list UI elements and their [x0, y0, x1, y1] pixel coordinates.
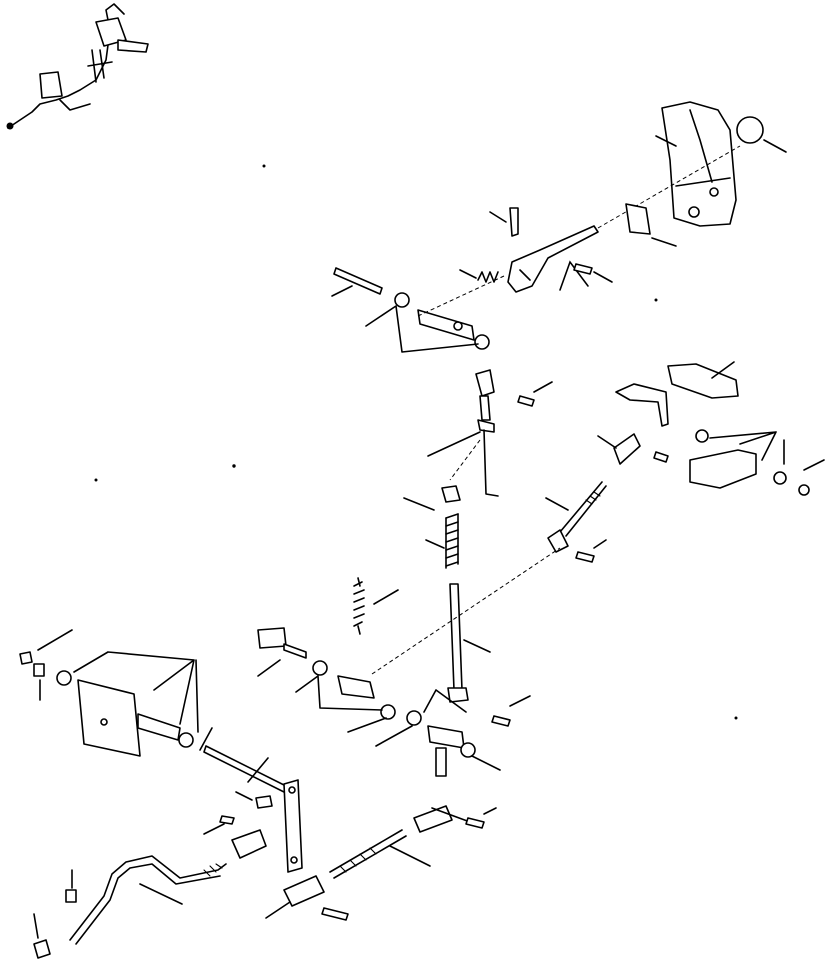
crank-rod [69, 855, 227, 945]
compression-spring [425, 513, 459, 569]
upper-bracket [655, 101, 737, 227]
knob-ball [736, 116, 787, 153]
hex-nut-mid [403, 485, 461, 511]
bolt-left [235, 791, 273, 809]
upper-pivot-block [365, 275, 505, 353]
axis-line-mid [371, 547, 561, 675]
small-spring [459, 269, 499, 283]
upper-pin [489, 207, 519, 237]
long-shaft-left [203, 745, 287, 793]
left-plate [56, 651, 213, 757]
clevis-upper [475, 369, 553, 421]
upper-lever [507, 225, 599, 293]
pivot-block-lower-center [375, 689, 531, 777]
small-pin-upper [573, 263, 613, 283]
long-vertical-rod [447, 583, 491, 703]
threaded-rod-diagonal [545, 481, 607, 563]
clevis-bottom [265, 875, 349, 921]
specks [94, 164, 738, 720]
vertical-rod-bracket [427, 419, 499, 497]
vertical-strap [283, 779, 303, 873]
pedal-pivot-bracket [689, 429, 825, 496]
locator-inset [6, 3, 149, 130]
lower-pivot-block [295, 660, 396, 733]
threaded-rod-lower [329, 829, 431, 879]
left-nut [19, 629, 73, 701]
upper-rod [331, 267, 383, 297]
tension-spring [353, 577, 399, 635]
bottom-left-fittings [33, 869, 77, 959]
pedal-clevis [597, 433, 669, 465]
pedal [615, 361, 739, 427]
axis-line-upper [597, 145, 741, 229]
clevis-lower-right [413, 805, 497, 833]
clevis-left [203, 815, 267, 859]
mounting-stud-plate [257, 627, 307, 677]
pad-block [625, 203, 677, 247]
